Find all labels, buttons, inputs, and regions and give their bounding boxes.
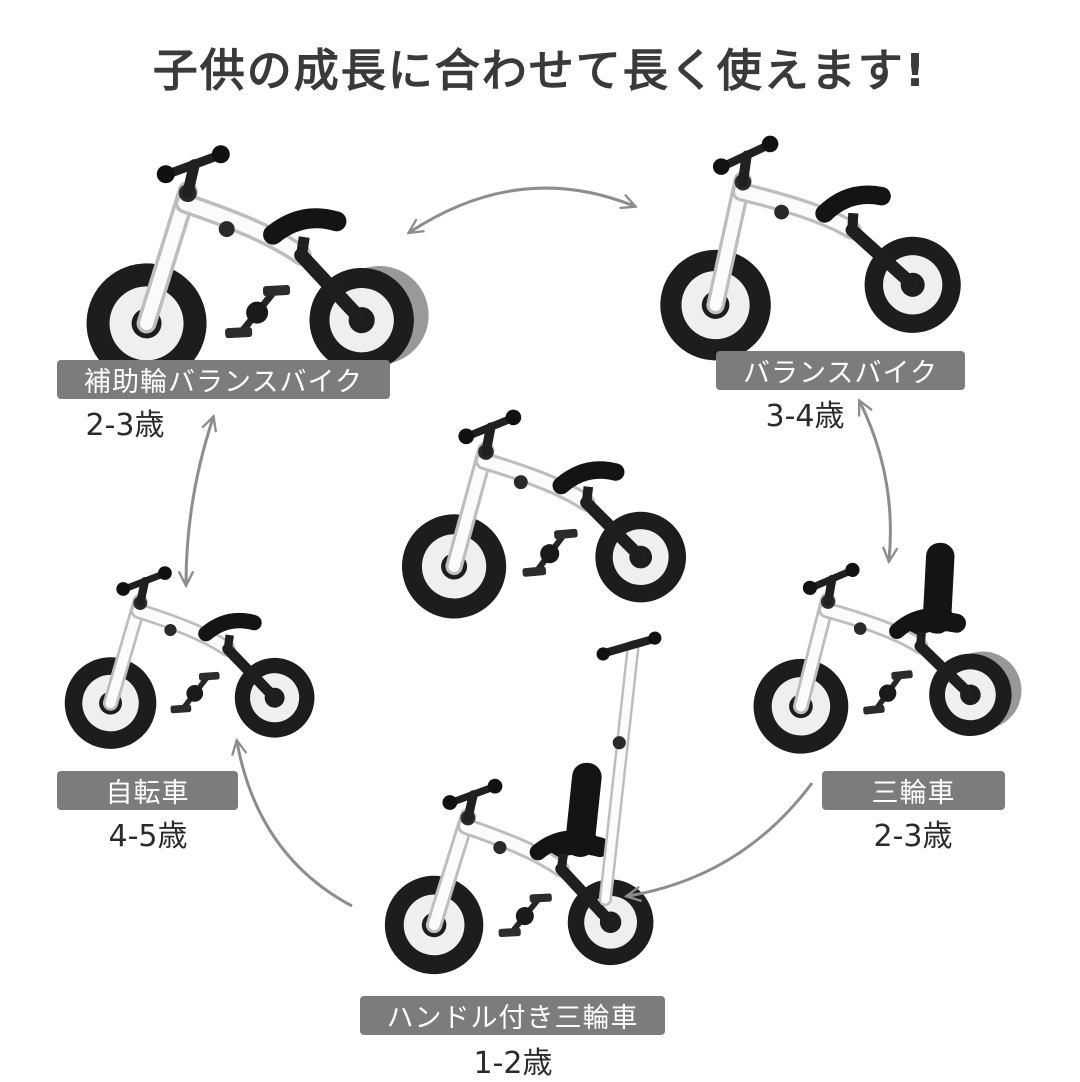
tricycle-photo-icon [718,525,1039,768]
push-tricycle-photo-icon [349,617,687,986]
arrow-bottom-left [237,742,353,908]
page-title: 子供の成長に合わせて長く使えます! [152,44,928,97]
label-bicycle: 自転車 [57,771,238,810]
balance-bike-photo-icon [612,85,993,380]
label-balance-bike: バランスバイク [716,351,965,390]
bicycle-photo-icon [35,535,339,761]
label-tricycle: 三輪車 [822,771,1005,810]
age-push-tricycle: 1-2歳 [473,1046,553,1081]
age-balance-bike: 3-4歳 [765,399,845,434]
assist-balance-bike-photo-icon [51,108,445,398]
age-bicycle: 4-5歳 [108,819,188,854]
age-tricycle: 2-3歳 [873,819,953,854]
label-assist-balance-bike: 補助輪バランスバイク [57,360,390,399]
center-bike-photo-icon [365,371,714,633]
label-push-tricycle: ハンドル付き三輪車 [360,996,665,1035]
age-assist-balance-bike: 2-3歳 [85,408,165,443]
arrow-top [410,186,634,232]
